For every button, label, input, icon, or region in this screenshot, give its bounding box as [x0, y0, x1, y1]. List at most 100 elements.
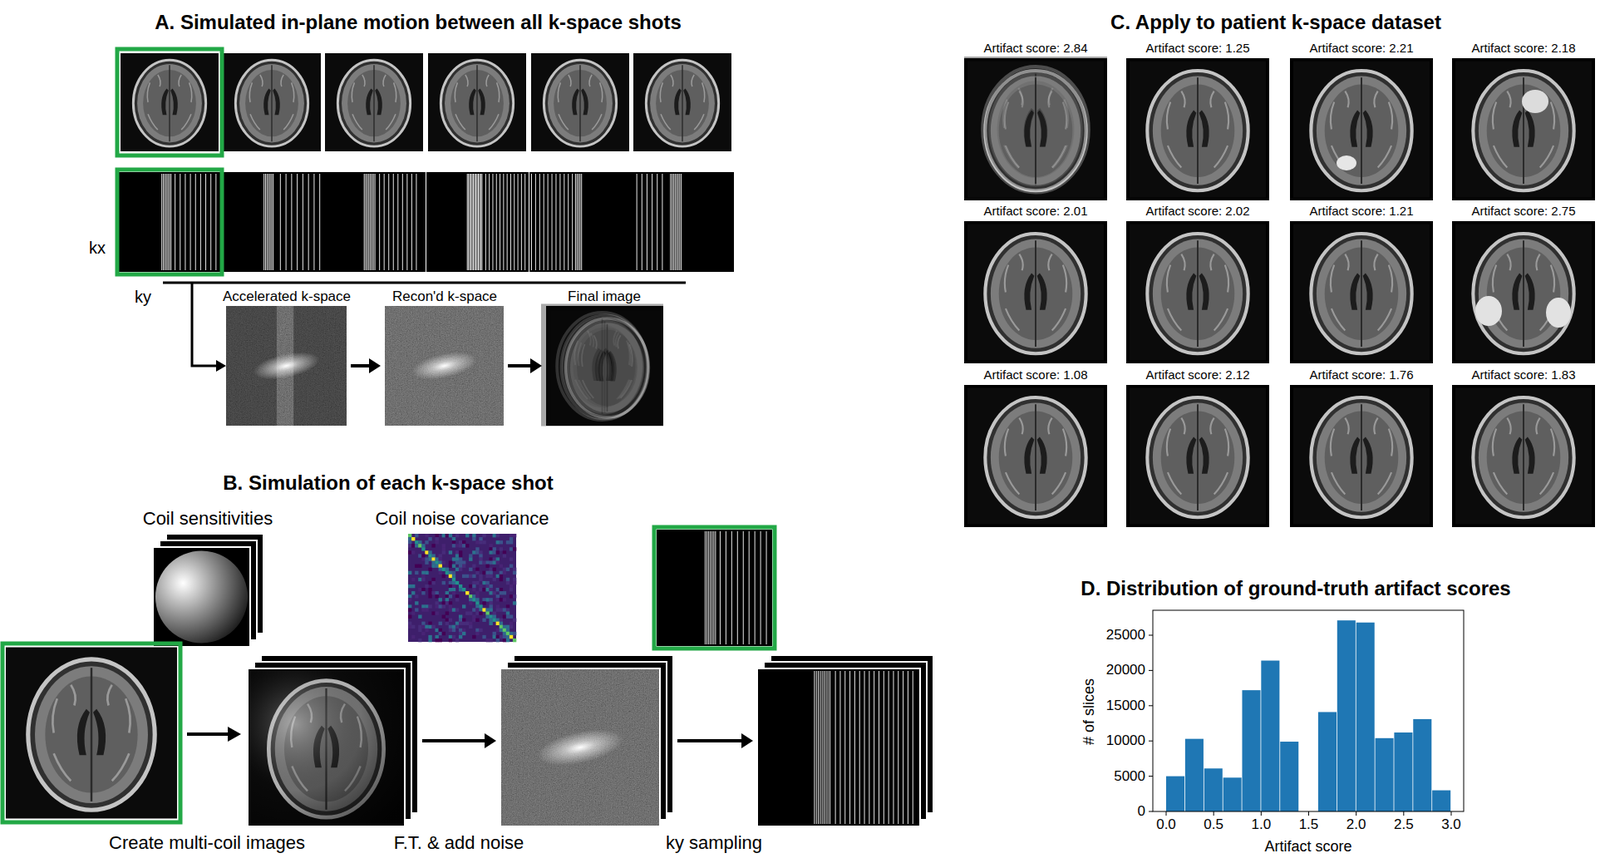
illustration-part: [458, 540, 463, 544]
histogram-bar: [1166, 776, 1185, 812]
illustration-part: [448, 571, 453, 575]
histogram-bar: [1185, 738, 1204, 812]
illustration-part: [161, 173, 163, 271]
illustration-part: [421, 625, 425, 629]
tick: [1450, 811, 1452, 816]
illustration-part: [424, 628, 429, 632]
illustration-part: [458, 561, 463, 565]
illustration-part: [448, 587, 453, 591]
illustration-part: [509, 556, 513, 561]
illustration-part: [506, 540, 510, 544]
tick: [1403, 811, 1404, 816]
illustration-part: [482, 618, 486, 622]
illustration-part: [442, 546, 446, 551]
illustration-part: [462, 561, 466, 565]
illustration-part: [499, 597, 503, 601]
illustration-part: [478, 540, 483, 544]
illustration-part: [458, 553, 463, 557]
illustration-part: [414, 540, 419, 544]
illustration-part: [509, 635, 513, 639]
illustration-part: [475, 604, 479, 608]
highlight-frame: [654, 526, 775, 649]
illustration-part: [489, 638, 493, 642]
image-caption: Coil sensitivities: [142, 507, 274, 529]
illustration-part: [472, 587, 476, 591]
arrow-head: [530, 358, 542, 374]
flow-arrow: [677, 738, 744, 743]
illustration-part: [472, 607, 476, 611]
image-step: Create multi-coil images: [247, 654, 419, 827]
illustration-part: [428, 638, 432, 642]
illustration-part: [524, 173, 526, 271]
flow-arrow: [422, 738, 487, 743]
illustration-part: [543, 173, 545, 271]
illustration-part: [414, 543, 419, 547]
illustration-part: [411, 635, 415, 639]
illustration-part: [421, 631, 425, 636]
illustration-part: [468, 600, 473, 605]
illustration-part: [535, 173, 537, 271]
illustration-part: [482, 540, 486, 544]
illustration-part: [155, 551, 248, 644]
illustration-part: [431, 561, 435, 565]
illustration-part: [475, 597, 479, 601]
illustration-part: [502, 625, 507, 629]
illustration-part: [492, 533, 497, 537]
illustration-part: [509, 625, 513, 629]
illustration-part: [512, 567, 517, 572]
illustration-part: [868, 670, 870, 824]
illustration-part: [248, 669, 404, 826]
illustration-part: [431, 580, 435, 585]
illustration-part: [480, 173, 482, 271]
illustration-part: [458, 615, 463, 619]
illustration-part: [468, 584, 473, 588]
illustration-part: [445, 618, 449, 622]
illustration-part: [676, 173, 678, 271]
illustration-part: [408, 604, 412, 608]
illustration-part: [468, 574, 473, 578]
illustration-part: [435, 556, 439, 561]
illustration-part: [442, 533, 446, 537]
illustration-part: [455, 607, 459, 611]
illustration-part: [539, 173, 541, 271]
illustration-part: [408, 540, 412, 544]
illustration-part: [179, 173, 181, 271]
illustration-part: [384, 173, 385, 271]
illustration-part: [488, 173, 490, 271]
illustration-part: [472, 536, 476, 541]
illustration-part: [448, 580, 453, 585]
illustration-part: [1545, 297, 1571, 328]
illustration-part: [499, 587, 503, 591]
illustration-part: [421, 543, 425, 547]
illustration-part: [431, 610, 435, 615]
brain-image: [428, 53, 527, 152]
illustration-part: [302, 173, 304, 271]
illustration-part: [313, 173, 315, 271]
illustration-part: [462, 587, 466, 591]
illustration-part: [478, 587, 483, 591]
illustration-part: [489, 600, 493, 605]
illustration-part: [428, 587, 432, 591]
illustration-part: [902, 670, 904, 824]
illustration-part: [408, 571, 412, 575]
kspace-mask: [656, 529, 773, 646]
tick-label: 0.0: [1156, 816, 1177, 833]
illustration-part: [819, 670, 821, 824]
illustration-part: [414, 571, 419, 575]
illustration-part: [226, 305, 347, 426]
illustration-part: [448, 607, 453, 611]
illustration-part: [492, 561, 497, 565]
illustration-part: [496, 173, 498, 271]
illustration-part: [469, 173, 471, 271]
illustration-part: [468, 621, 473, 626]
illustration-part: [415, 173, 417, 271]
illustration-part: [671, 173, 673, 271]
illustration-part: [499, 546, 503, 551]
illustration-part: [438, 556, 443, 561]
illustration-part: [475, 618, 479, 622]
illustration-part: [492, 173, 493, 271]
tick: [1148, 811, 1153, 813]
illustration-part: [656, 173, 658, 271]
illustration-part: [408, 615, 412, 619]
illustration-part: [448, 533, 453, 537]
